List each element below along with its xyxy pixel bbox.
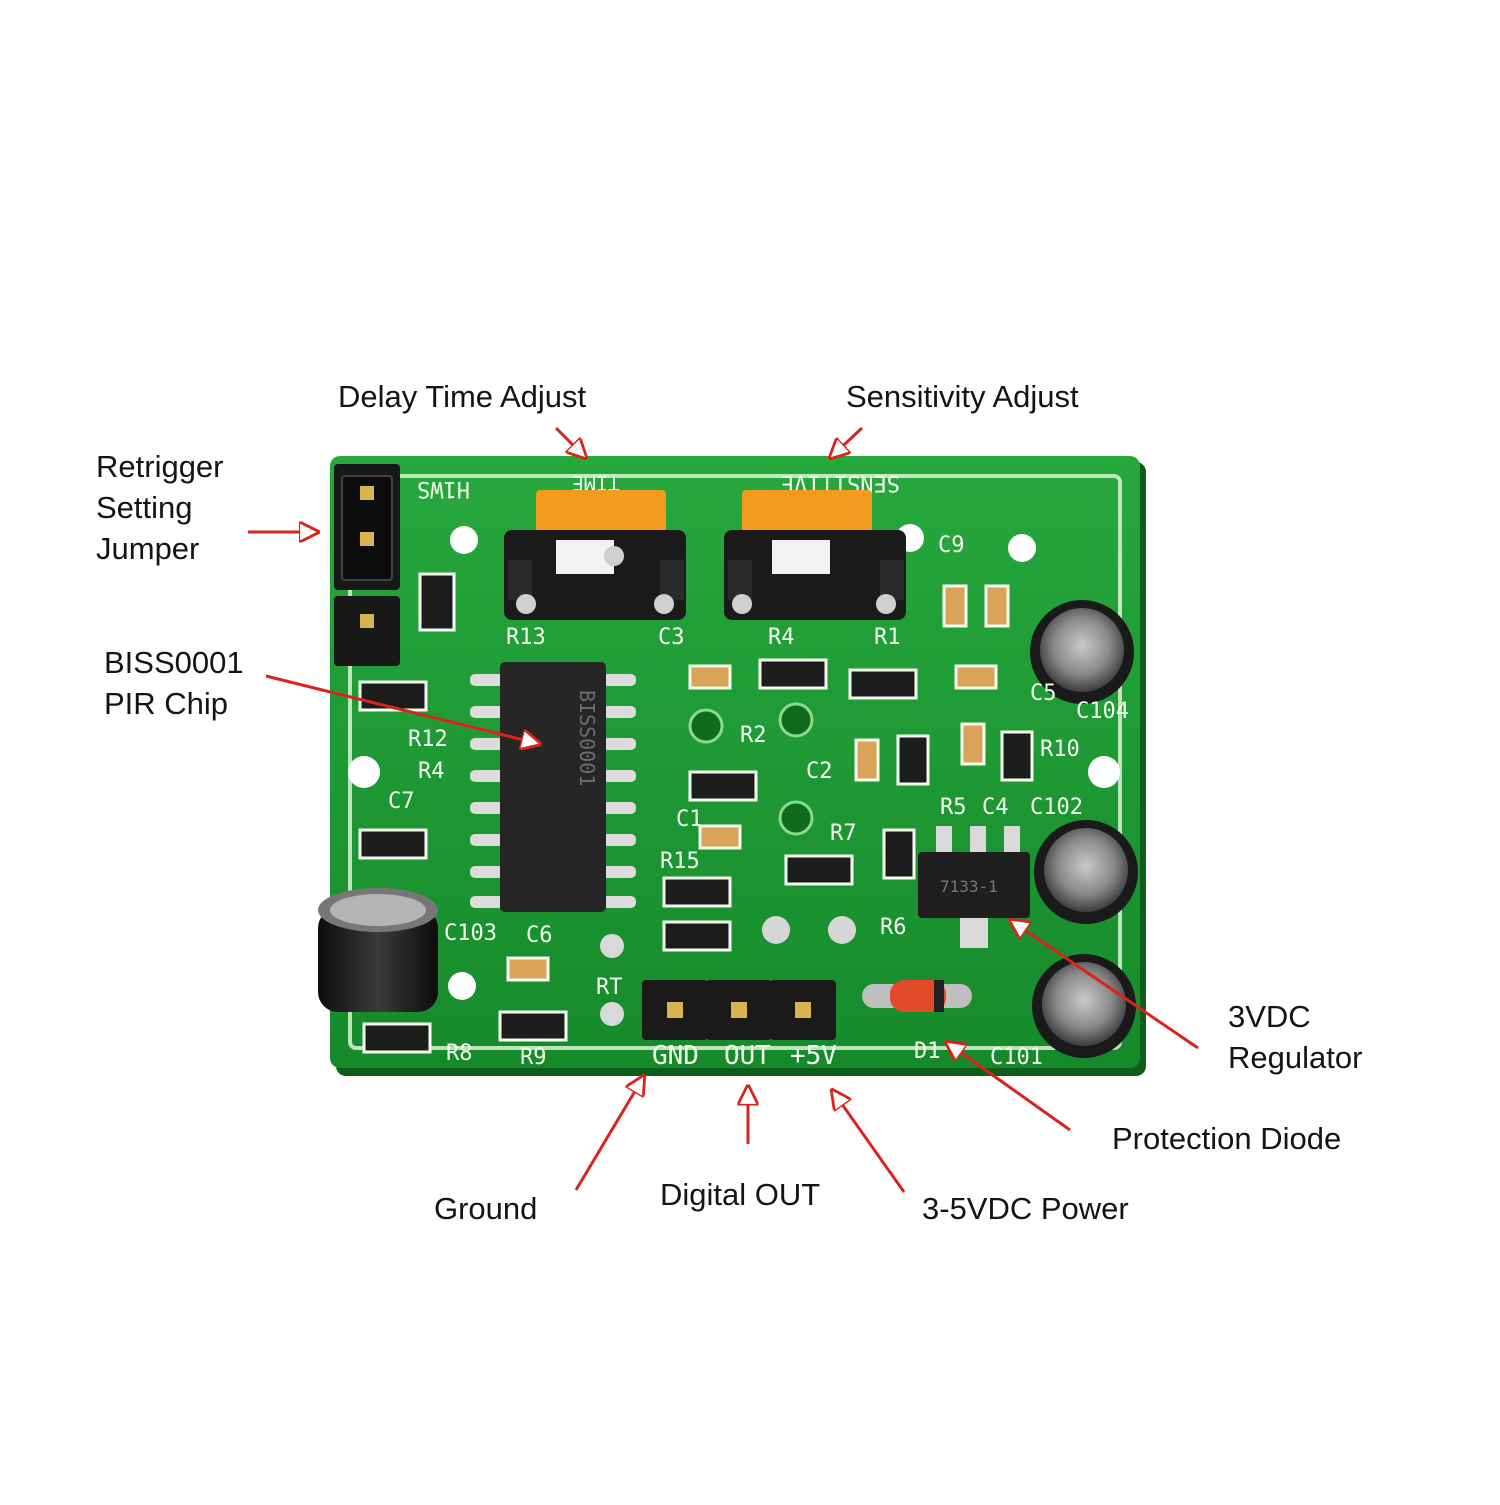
smd-resistors <box>358 572 1034 1054</box>
arrow-ground <box>574 1076 644 1191</box>
ref-designator: C1 <box>676 807 703 832</box>
arrow-diode <box>946 1042 1071 1132</box>
pin-silk-labels: GND OUT +5V <box>652 1041 837 1071</box>
arrow-sensitivity <box>830 426 864 458</box>
label-3-5vdc-power: 3-5VDC Power <box>922 1191 1129 1226</box>
mounting-holes <box>348 524 1120 1026</box>
retrigger-jumper-header <box>334 464 400 666</box>
delay-time-potentiometer <box>504 490 686 620</box>
label-digital-out: Digital OUT <box>660 1177 821 1212</box>
ref-designator: C101 <box>990 1045 1043 1070</box>
ref-designator: C9 <box>938 533 965 558</box>
label-protection-diode: Protection Diode <box>1112 1121 1342 1156</box>
ref-designator: R1 <box>874 625 901 650</box>
callout-arrows <box>248 426 1199 1193</box>
ref-designator: C5 <box>1030 681 1057 706</box>
ref-designator: R7 <box>830 821 857 846</box>
label-ground: Ground <box>434 1191 538 1226</box>
ref-designator: R4 <box>418 759 445 784</box>
sensitivity-potentiometer <box>724 490 906 620</box>
label-retrigger-jumper: Retrigger Setting Jumper <box>96 449 224 566</box>
label-delay-time-adjust: Delay Time Adjust <box>338 379 587 414</box>
arrow-regulator <box>1010 920 1199 1050</box>
arrow-delay <box>554 426 586 458</box>
arrow-power <box>832 1090 906 1193</box>
protection-diode <box>862 980 972 1012</box>
vias <box>516 546 896 944</box>
regulator-marking: 7133-1 <box>940 877 998 896</box>
pin-label-out: OUT <box>724 1041 771 1071</box>
ref-designator: C4 <box>982 795 1009 820</box>
jumper-silk: H1WS <box>417 476 470 501</box>
ref-designator: R8 <box>446 1041 473 1066</box>
ref-designator: R2 <box>740 723 767 748</box>
arrow-chip <box>265 674 540 744</box>
ref-designator: R6 <box>880 915 907 940</box>
smd-capacitors <box>506 584 1010 982</box>
ref-designator: C7 <box>388 789 415 814</box>
ref-designator: C6 <box>526 923 553 948</box>
ref-designator: C3 <box>658 625 685 650</box>
electrolytic-capacitor-c104 <box>1030 600 1134 704</box>
pin-header <box>642 980 836 1040</box>
3v-regulator: 7133-1 <box>918 826 1030 948</box>
ref-designator: R5 <box>940 795 967 820</box>
ref-designator: C102 <box>1030 795 1083 820</box>
electrolytic-capacitor-c103 <box>318 888 438 1012</box>
ref-designator: RT <box>596 975 623 1000</box>
label-sensitivity-adjust: Sensitivity Adjust <box>846 379 1079 414</box>
ref-designator: R4 <box>768 625 795 650</box>
pin-label-gnd: GND <box>652 1041 699 1071</box>
ref-designator: R12 <box>408 727 448 752</box>
ref-designator: D1 <box>914 1039 941 1064</box>
pin-label-5v: +5V <box>790 1041 837 1071</box>
chip-marking: BISS0001 <box>575 690 599 786</box>
biss0001-chip: BISS0001 <box>470 662 636 912</box>
label-3vdc-regulator: 3VDC Regulator <box>1228 999 1363 1075</box>
electrolytic-capacitor-c102 <box>1034 820 1138 924</box>
ref-designator: C2 <box>806 759 833 784</box>
ref-designator: R9 <box>520 1045 547 1070</box>
ref-designator: C104 <box>1076 699 1129 724</box>
ref-designator: R15 <box>660 849 700 874</box>
ref-designator: R10 <box>1040 737 1080 762</box>
ref-designator: C103 <box>444 921 497 946</box>
label-pir-chip: BISS0001 PIR Chip <box>104 645 244 721</box>
ref-designator: R13 <box>506 625 546 650</box>
